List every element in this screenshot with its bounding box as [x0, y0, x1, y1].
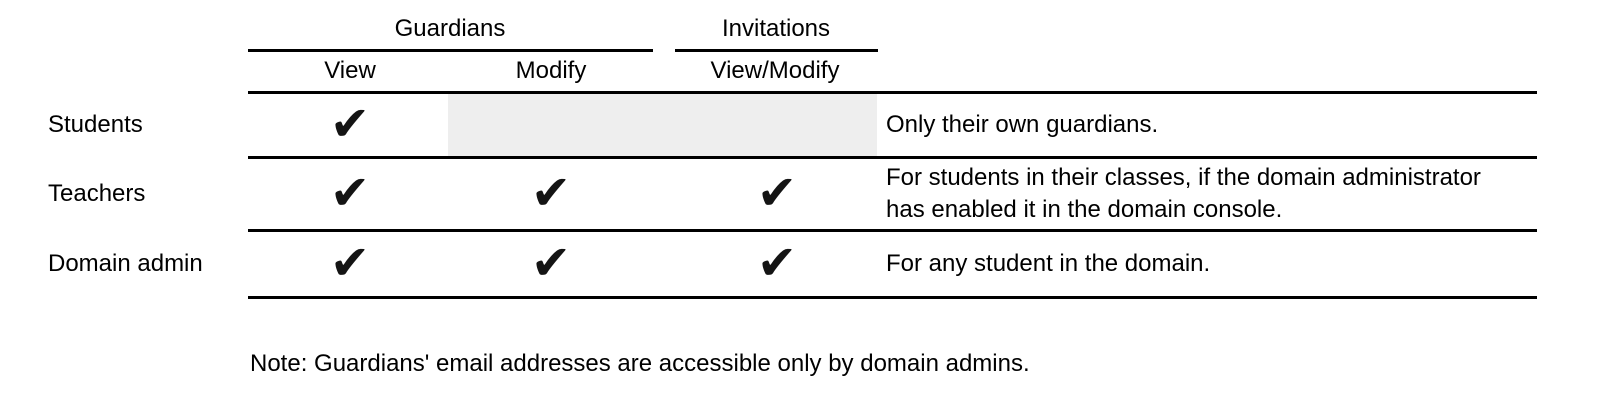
row-label-domain-admin: Domain admin [48, 250, 203, 277]
students-disabled-cells-highlight [448, 94, 877, 156]
table-bottom-divider [248, 296, 1537, 299]
row-note-teachers: For students in their classes, if the do… [886, 164, 1481, 223]
row-label-students: Students [48, 111, 143, 138]
column-group-invitations: Invitations [721, 15, 831, 42]
column-group-guardians: Guardians [394, 15, 506, 42]
row-note-students: Only their own guardians. [886, 111, 1159, 138]
invitations-group-rule [675, 49, 878, 52]
table-row-teachers: Teachers ✔ ✔ ✔ For students in their cla… [0, 159, 1600, 229]
row-divider [248, 229, 1537, 232]
check-icon-domain-admin-view-modify: ✔ [756, 237, 798, 290]
check-icon-domain-admin-view: ✔ [329, 237, 371, 290]
column-header-view-modify: View/Modify [710, 57, 840, 84]
guardians-group-rule [248, 49, 653, 52]
column-header-modify: Modify [515, 57, 587, 84]
table-row-students: Students ✔ Only their own guardians. [0, 94, 1600, 156]
check-icon-domain-admin-modify: ✔ [530, 237, 572, 290]
row-note-domain-admin: For any student in the domain. [886, 250, 1211, 277]
check-icon-teachers-view: ✔ [329, 167, 371, 220]
row-divider [248, 156, 1537, 159]
column-header-view: View [324, 57, 376, 84]
check-icon-teachers-view-modify: ✔ [756, 167, 798, 220]
row-label-teachers: Teachers [48, 180, 146, 207]
check-icon-teachers-modify: ✔ [530, 167, 572, 220]
footnote: Note: Guardians' email addresses are acc… [250, 350, 1030, 377]
table-row-domain-admin: Domain admin ✔ ✔ ✔ For any student in th… [0, 232, 1600, 296]
check-icon-students-view: ✔ [329, 98, 371, 151]
header-divider [248, 91, 1537, 94]
